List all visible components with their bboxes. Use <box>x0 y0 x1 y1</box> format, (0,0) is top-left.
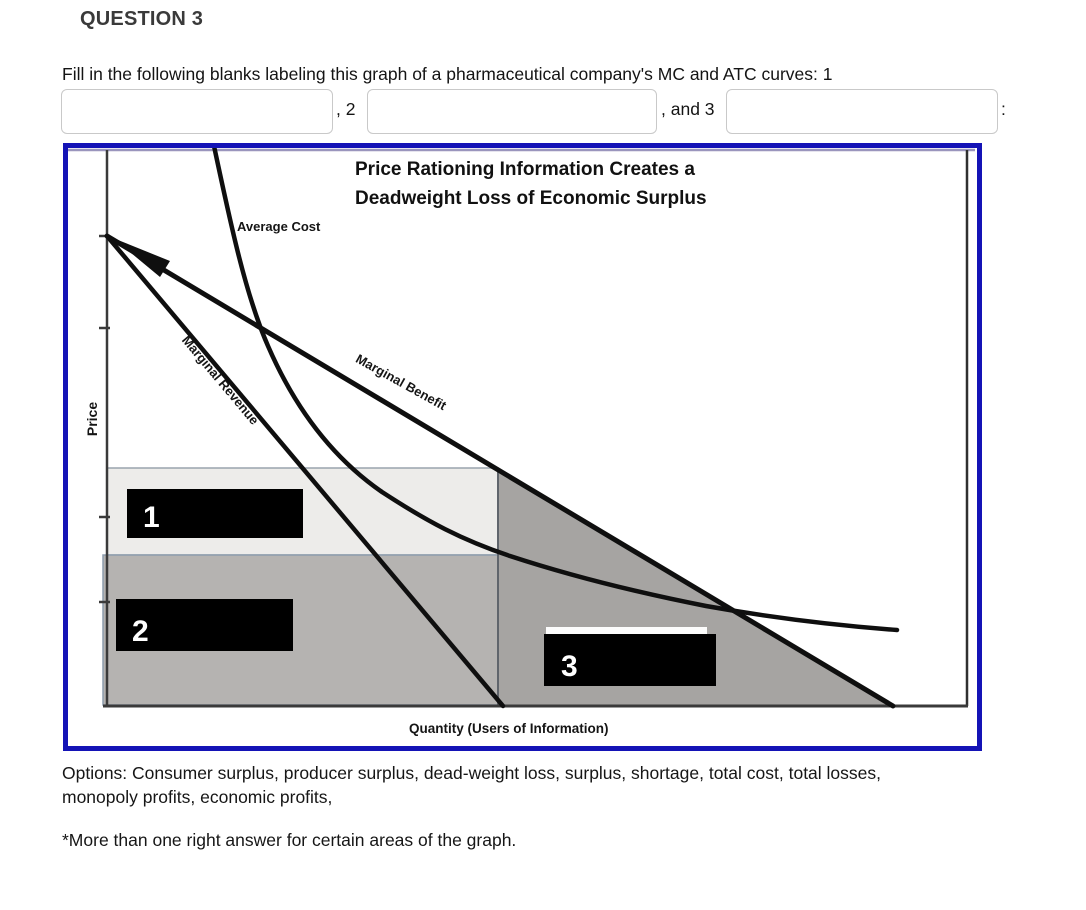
label-box-3-number: 3 <box>561 650 578 683</box>
graph-title-line-1: Price Rationing Information Creates a <box>355 159 695 180</box>
question-heading: QUESTION 3 <box>80 8 204 30</box>
label-box-1 <box>127 489 303 538</box>
footnote-text: *More than one right answer for certain … <box>62 830 517 850</box>
label-box-1-number: 1 <box>143 501 160 534</box>
label-box-2 <box>116 599 293 651</box>
average-cost-curve <box>212 148 900 633</box>
demand-arrowhead-icon <box>113 238 170 277</box>
graph-title-line-2: Deadweight Loss of Economic Surplus <box>355 188 707 209</box>
label-box-3 <box>544 634 716 686</box>
separator-text-2: , and 3 <box>661 99 715 119</box>
options-text-line-2: monopoly profits, economic profits, <box>62 787 333 807</box>
options-text-line-1: Options: Consumer surplus, producer surp… <box>62 763 882 783</box>
marginal-benefit-line <box>104 233 896 709</box>
label-box-2-number: 2 <box>132 615 149 648</box>
x-axis-label: Quantity (Users of Information) <box>409 721 609 736</box>
marginal-revenue-label: Marginal Revenue <box>179 333 262 428</box>
question-prompt: Fill in the following blanks labeling th… <box>62 64 833 84</box>
answer-blank-3[interactable] <box>726 89 998 134</box>
label-box-3-highlight-strip <box>546 627 707 636</box>
average-cost-label: Average Cost <box>237 219 321 234</box>
graph-canvas: 1 2 3 Price Rationing Information Create… <box>68 148 975 736</box>
y-axis-label: Price <box>84 402 100 436</box>
answer-blank-2[interactable] <box>367 89 657 134</box>
answer-blank-1[interactable] <box>61 89 333 134</box>
marginal-benefit-label: Marginal Benefit <box>353 351 449 413</box>
separator-text-1: , 2 <box>336 99 356 119</box>
separator-text-3: : <box>1001 99 1006 119</box>
marginal-revenue-line <box>104 233 506 709</box>
economics-graph-image: 1 2 3 Price Rationing Information Create… <box>63 143 982 751</box>
